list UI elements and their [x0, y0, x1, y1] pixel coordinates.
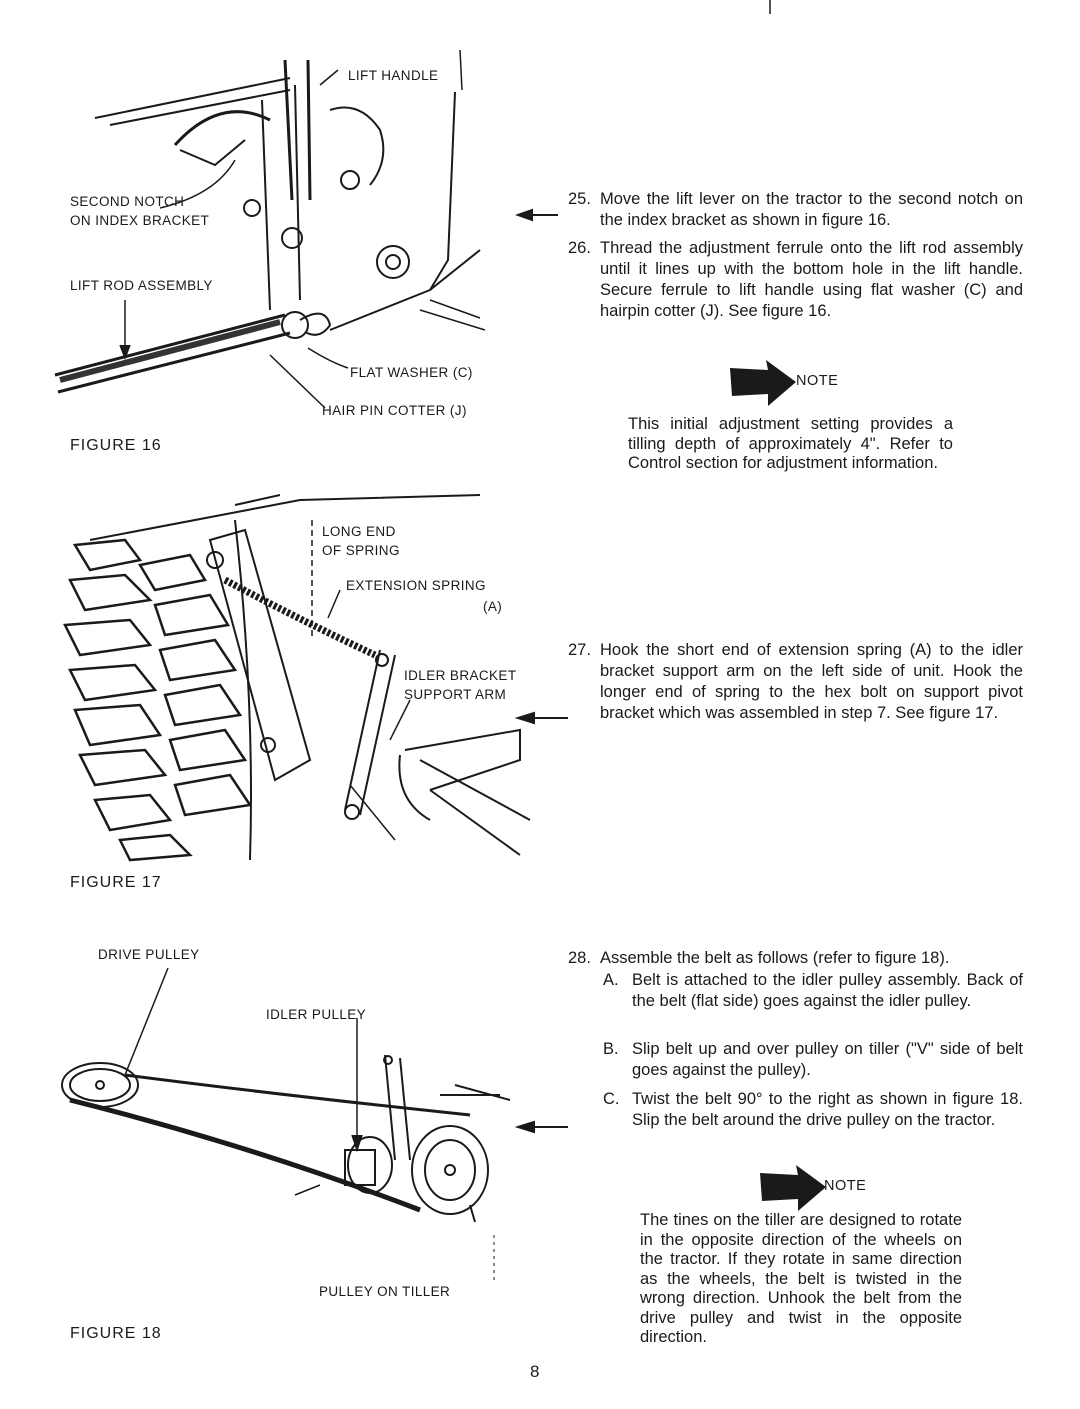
note-1-text: This initial adjustment setting provides…	[628, 415, 953, 472]
substep-text: Slip belt up and over pulley on tiller (…	[632, 1040, 1023, 1079]
step-number: 26.	[568, 239, 591, 257]
step-28-a: A. Belt is attached to the idler pulley …	[603, 970, 1023, 1012]
note-1-header: NOTE	[728, 358, 868, 408]
substep-letter: C.	[603, 1090, 620, 1108]
note-2-text: The tines on the tiller are designed to …	[640, 1211, 962, 1346]
step-28-c: C. Twist the belt 90° to the right as sh…	[603, 1089, 1023, 1131]
step-text: Thread the adjustment ferrule onto the l…	[600, 239, 1023, 320]
figure-18-caption: FIGURE 18	[70, 1325, 162, 1342]
step-27: 27. Hook the short end of extension spri…	[568, 640, 1023, 724]
note-1-label: NOTE	[796, 373, 839, 389]
note-2-label: NOTE	[824, 1178, 867, 1194]
page-number: 8	[530, 1362, 540, 1381]
label-extension-spring-line2: (A)	[483, 599, 503, 614]
step-26: 26. Thread the adjustment ferrule onto t…	[568, 238, 1023, 322]
step-28-b: B. Slip belt up and over pulley on tille…	[603, 1039, 1023, 1081]
label-long-end-line1: LONG END	[322, 524, 396, 539]
label-lift-handle: LIFT HANDLE	[348, 68, 439, 83]
label-idler-bracket-line2: SUPPORT ARM	[404, 687, 507, 702]
label-hair-pin-cotter: HAIR PIN COTTER (J)	[322, 403, 467, 418]
step-number: 25.	[568, 190, 591, 208]
label-second-notch-line2: ON INDEX BRACKET	[70, 213, 210, 228]
label-second-notch-line1: SECOND NOTCH	[70, 194, 185, 209]
label-long-end-line2: OF SPRING	[322, 543, 400, 558]
arrow-note-icon	[760, 1165, 826, 1211]
label-extension-spring-line1: EXTENSION SPRING	[346, 578, 486, 593]
label-pulley-on-tiller: PULLEY ON TILLER	[319, 1284, 451, 1299]
note-2-header: NOTE	[758, 1163, 898, 1213]
step-28: 28. Assemble the belt as follows (refer …	[568, 948, 1023, 969]
step-text: Assemble the belt as follows (refer to f…	[600, 949, 950, 967]
substep-letter: A.	[603, 971, 619, 989]
step-text: Move the lift lever on the tractor to th…	[600, 190, 1023, 229]
arrow-note-icon	[730, 360, 796, 406]
label-flat-washer: FLAT WASHER (C)	[350, 365, 473, 380]
label-lift-rod-assembly: LIFT ROD ASSEMBLY	[70, 278, 213, 293]
label-drive-pulley: DRIVE PULLEY	[98, 947, 200, 962]
step-25: 25. Move the lift lever on the tractor t…	[568, 189, 1023, 231]
substep-text: Twist the belt 90° to the right as shown…	[632, 1090, 1023, 1129]
label-idler-bracket-line1: IDLER BRACKET	[404, 668, 517, 683]
figure-16-caption: FIGURE 16	[70, 437, 162, 454]
step-number: 27.	[568, 641, 591, 659]
substep-text: Belt is attached to the idler pulley ass…	[632, 971, 1023, 1010]
step-number: 28.	[568, 949, 591, 967]
substep-letter: B.	[603, 1040, 619, 1058]
figure-17-caption: FIGURE 17	[70, 874, 162, 891]
step-text: Hook the short end of extension spring (…	[600, 641, 1023, 722]
label-idler-pulley: IDLER PULLEY	[266, 1007, 367, 1022]
